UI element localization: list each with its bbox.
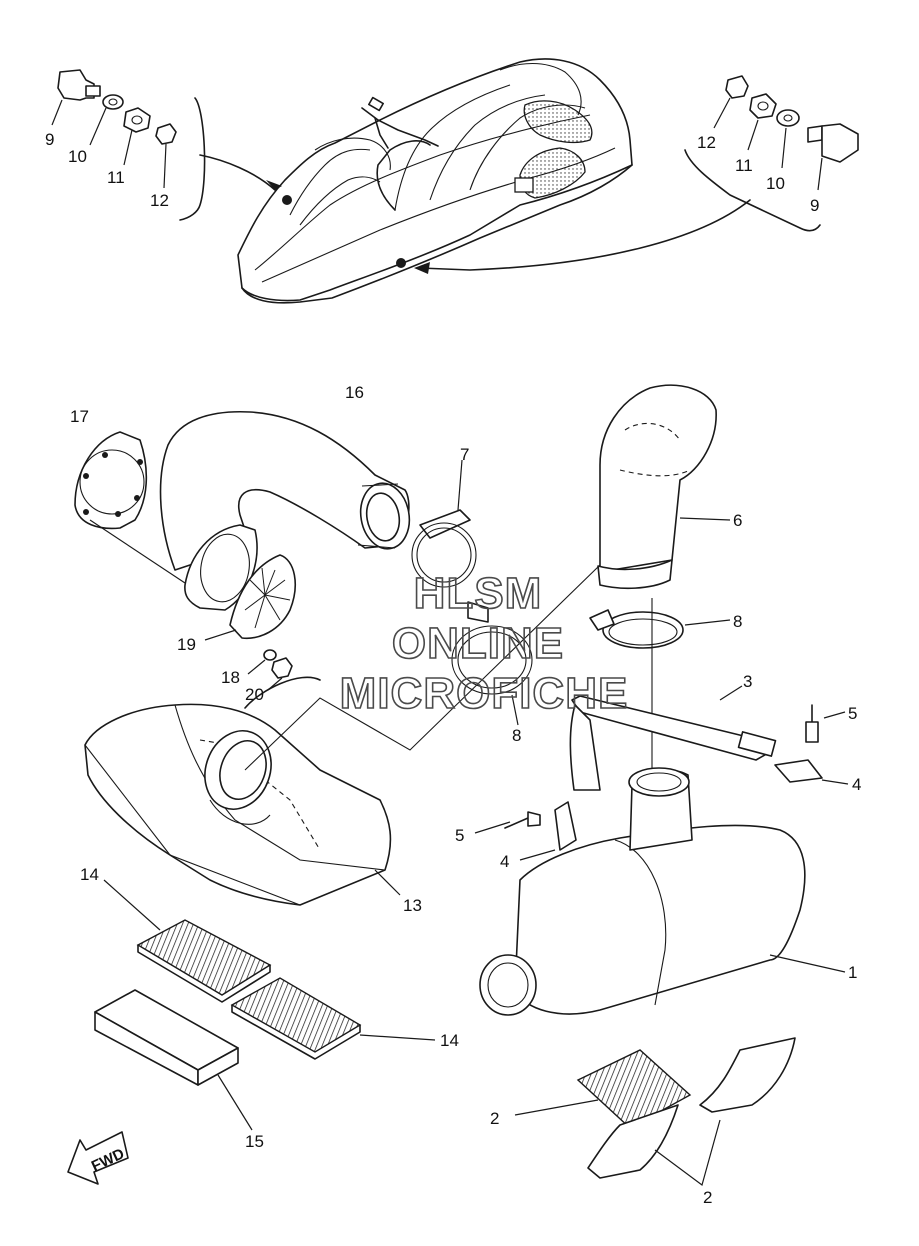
callout-4-left: 4 <box>500 852 509 871</box>
callout-4-right: 4 <box>852 775 861 794</box>
callout-9-left: 9 <box>45 130 54 149</box>
foam-block-15 <box>94 989 253 1131</box>
callout-12-left: 12 <box>150 191 169 210</box>
watermark-line-2: ONLINE <box>392 619 564 668</box>
left-fastener-group <box>51 69 282 221</box>
bracket-4-right <box>774 759 849 785</box>
watermark-line-1: HLSM <box>414 569 543 618</box>
routing-line <box>244 564 601 771</box>
callout-5-right: 5 <box>848 704 857 723</box>
rivet-5-right <box>805 704 846 743</box>
callout-19: 19 <box>177 635 196 654</box>
callout-10-left: 10 <box>68 147 87 166</box>
callout-10-right: 10 <box>766 174 785 193</box>
callout-14-bottom: 14 <box>440 1031 459 1050</box>
muffler-1 <box>479 767 846 1016</box>
hose-clamp-8-left <box>451 601 533 726</box>
filter-pads-14 <box>103 879 436 1060</box>
callout-11-left: 11 <box>107 168 125 187</box>
callout-16: 16 <box>345 383 364 402</box>
callout-2-bottom: 2 <box>703 1188 712 1207</box>
watermark: HLSM ONLINE MICROFICHE <box>339 568 629 719</box>
air-box-13 <box>84 676 401 906</box>
callout-labels: 9 10 11 12 12 11 10 9 16 17 7 6 8 19 18 … <box>45 130 861 1207</box>
callout-20: 20 <box>245 685 264 704</box>
callout-14-top: 14 <box>80 865 99 884</box>
watermark-line-3: MICROFICHE <box>340 669 629 718</box>
callout-13: 13 <box>403 896 422 915</box>
heat-pads-2 <box>514 1037 796 1187</box>
nut-washer-18-20 <box>247 649 293 691</box>
bracket-4-left <box>519 801 577 861</box>
hose-clamp-8-right <box>589 609 731 649</box>
callout-15: 15 <box>245 1132 264 1151</box>
callout-18: 18 <box>221 668 240 687</box>
callout-1: 1 <box>848 963 857 982</box>
callout-11-right: 11 <box>735 156 753 175</box>
callout-7: 7 <box>460 445 469 464</box>
callout-9-right: 9 <box>810 196 819 215</box>
gasket-19 <box>184 524 296 641</box>
callout-3: 3 <box>743 672 752 691</box>
callout-2-left: 2 <box>490 1109 499 1128</box>
callout-12-right: 12 <box>697 133 716 152</box>
flange-plate-17 <box>74 431 186 584</box>
callout-5-left: 5 <box>455 826 464 845</box>
rivet-5-left <box>474 811 541 834</box>
callout-8-right: 8 <box>733 612 742 631</box>
exhaust-elbow-6 <box>597 384 731 590</box>
hose-clamp-7 <box>411 459 477 588</box>
intake-duct-16 <box>159 410 411 571</box>
forward-direction-arrow: FWD <box>67 1131 129 1185</box>
callout-17: 17 <box>70 407 89 426</box>
strap-3 <box>569 685 777 791</box>
callout-8-left: 8 <box>512 726 521 745</box>
callout-6: 6 <box>733 511 742 530</box>
watercraft-illustration <box>237 58 633 304</box>
right-fastener-group <box>414 75 859 274</box>
